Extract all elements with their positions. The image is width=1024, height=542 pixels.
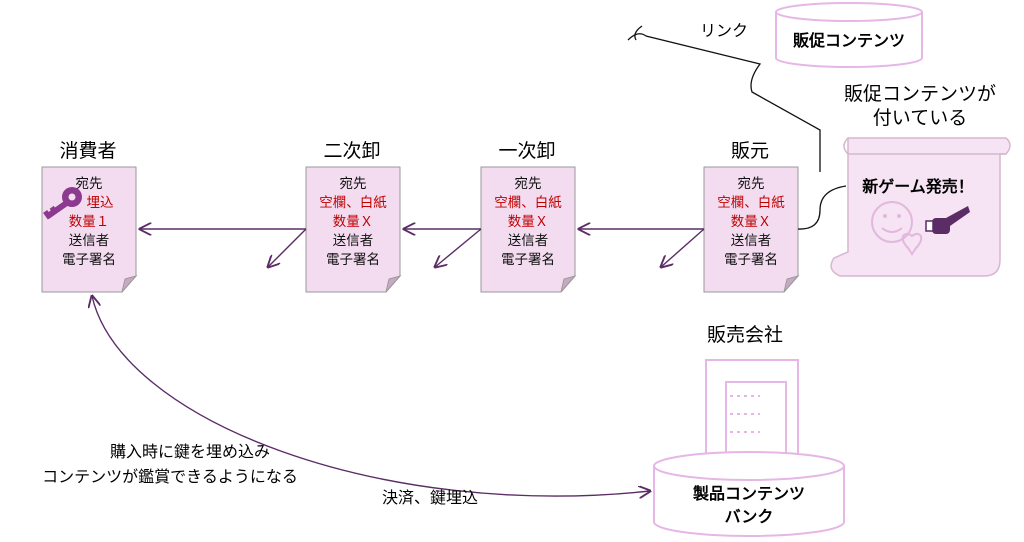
arrow-primary-branch (435, 228, 482, 267)
payment-arc (92, 296, 650, 496)
primary-line-3: 数量Ｘ (508, 214, 549, 230)
primary-title: 一次卸 (498, 140, 555, 162)
promo-note-line-1: 販促コンテンツが (844, 83, 996, 105)
consumer-line-2: 埋込 (87, 195, 114, 211)
consumer-node: 消費者 宛先 埋込 数量１ 送信者 電子署名 (41, 140, 138, 293)
publisher-line-1: 宛先 (738, 176, 765, 192)
smiley-icon (871, 201, 913, 243)
secondary-title: 二次卸 (323, 140, 380, 162)
heart-icon (901, 232, 923, 256)
purchase-note-line-2: コンテンツが鑑賞できるようになる (42, 467, 298, 486)
primary-wholesaler-node: 一次卸 宛先 空欄、白紙 数量Ｘ 送信者 電子署名 (480, 140, 577, 293)
publisher-line-4: 送信者 (731, 233, 772, 249)
promo-content-database: 販促コンテンツ (775, 2, 923, 68)
sales-company-label: 販売会社 (707, 324, 783, 346)
publisher-node: 販元 宛先 空欄、白紙 数量Ｘ 送信者 電子署名 (703, 140, 800, 293)
arrow-publisher-branch (661, 228, 705, 267)
scroll-connector (797, 185, 847, 230)
promo-note-line-2: 付いている (873, 107, 967, 129)
secondary-line-5: 電子署名 (326, 252, 380, 268)
secondary-line-3: 数量Ｘ (333, 214, 374, 230)
primary-line-4: 送信者 (508, 233, 549, 249)
consumer-line-1: 宛先 (76, 176, 103, 192)
publisher-title: 販元 (731, 140, 769, 162)
payment-label: 決済、鍵埋込 (382, 488, 478, 507)
key-icon (43, 187, 82, 220)
product-content-bank: 製品コンテンツ バンク (653, 451, 845, 537)
secondary-line-1: 宛先 (340, 176, 367, 192)
consumer-title: 消費者 (59, 140, 116, 162)
primary-line-1: 宛先 (515, 176, 542, 192)
publisher-line-2: 空欄、白紙 (717, 195, 785, 211)
product-db-line-1: 製品コンテンツ (692, 484, 805, 503)
flow-arrows (140, 228, 705, 267)
building-icon (705, 359, 799, 457)
promo-db-label: 販促コンテンツ (793, 31, 905, 50)
pointing-hand-icon (925, 206, 970, 234)
publisher-line-3: 数量Ｘ (731, 214, 772, 230)
arrow-secondary-branch (268, 228, 307, 267)
secondary-line-4: 送信者 (333, 233, 374, 249)
purchase-note-line-1: 購入時に鍵を埋め込み (110, 442, 270, 461)
consumer-line-5: 電子署名 (62, 252, 116, 268)
scroll-text: 新ゲーム発売！ (862, 177, 974, 196)
link-bracket: リンク (627, 21, 821, 172)
link-label: リンク (700, 21, 748, 40)
primary-line-5: 電子署名 (501, 252, 555, 268)
primary-line-2: 空欄、白紙 (494, 195, 562, 211)
consumer-line-4: 送信者 (69, 233, 110, 249)
promo-scroll: 新ゲーム発売！ (830, 137, 1011, 277)
secondary-wholesaler-node: 二次卸 宛先 空欄、白紙 数量Ｘ 送信者 電子署名 (305, 140, 402, 293)
product-db-line-2: バンク (725, 507, 774, 526)
publisher-line-5: 電子署名 (724, 252, 778, 268)
secondary-line-2: 空欄、白紙 (319, 195, 387, 211)
sales-company: 販売会社 (705, 324, 799, 457)
consumer-line-3: 数量１ (69, 214, 110, 230)
